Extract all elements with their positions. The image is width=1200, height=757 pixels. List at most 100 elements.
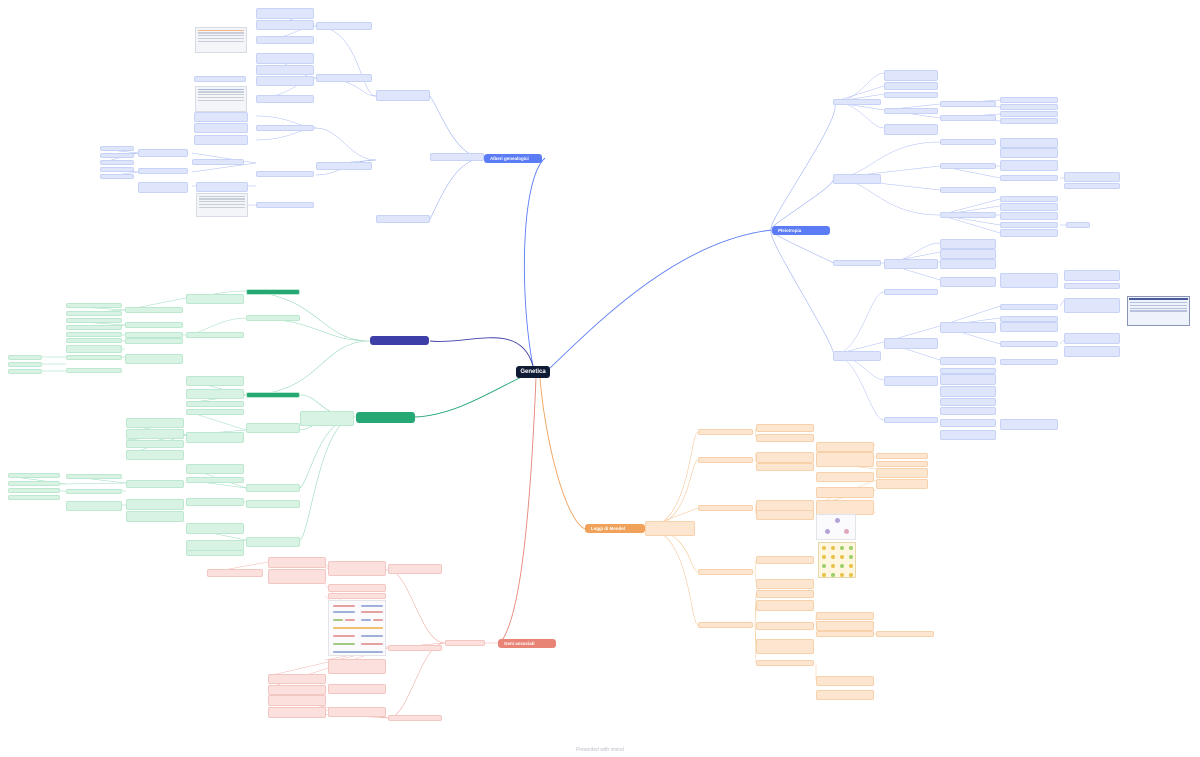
node-pleio-9[interactable] <box>884 124 938 135</box>
node-pleio-38[interactable] <box>1064 270 1120 281</box>
node-pleio-28[interactable] <box>1000 212 1058 220</box>
node-pleio-29[interactable] <box>1000 222 1058 228</box>
node-mendel-18[interactable] <box>876 453 928 459</box>
node-pleio-41[interactable] <box>884 338 938 349</box>
node-mendel-14[interactable] <box>816 452 874 467</box>
node-mendel-29[interactable] <box>816 612 874 620</box>
node-alberi-sesso[interactable] <box>316 162 372 170</box>
node-pleio-27[interactable] <box>1000 203 1058 211</box>
branch-geni-associati[interactable]: Geni associati <box>498 639 556 648</box>
node-mendel-33[interactable] <box>816 676 874 686</box>
node-pleio-46[interactable] <box>1000 304 1058 310</box>
node-alberi-l17[interactable] <box>138 168 188 174</box>
node-sesso-6[interactable] <box>125 307 183 313</box>
node-geni-3[interactable] <box>388 645 442 651</box>
node-pleio-4[interactable] <box>833 351 881 361</box>
node-sesso-16[interactable] <box>66 338 122 343</box>
node-alberi-l11[interactable] <box>256 125 314 131</box>
node-geni-2[interactable] <box>388 564 442 574</box>
node-legata-16[interactable] <box>186 477 244 483</box>
node-legata-30[interactable] <box>8 495 60 500</box>
node-legata-11[interactable] <box>126 450 184 460</box>
node-sesso-21[interactable] <box>8 362 42 367</box>
node-alberi-l14[interactable] <box>196 182 248 192</box>
node-legata-8[interactable] <box>126 418 184 428</box>
node-legata-22[interactable] <box>126 499 184 510</box>
node-alberi-l15[interactable] <box>256 202 314 208</box>
node-sesso-18[interactable] <box>66 355 122 360</box>
node-pleio-26[interactable] <box>1000 196 1058 202</box>
node-mendel-6[interactable] <box>698 622 753 628</box>
node-legata-28[interactable] <box>8 481 60 486</box>
node-pleio-22[interactable] <box>1000 160 1058 171</box>
node-pleio-58[interactable] <box>940 407 996 415</box>
node-mendel-23[interactable] <box>756 579 814 589</box>
node-alberi-l4[interactable] <box>256 53 314 64</box>
node-geni-7[interactable] <box>268 569 326 584</box>
node-mendel-1[interactable] <box>645 521 695 536</box>
node-alberi-l21[interactable] <box>100 160 134 165</box>
node-pleio-34[interactable] <box>940 249 996 259</box>
node-pleio-1[interactable] <box>833 99 881 105</box>
node-pleio-25[interactable] <box>1064 183 1120 189</box>
node-geni-12[interactable] <box>268 674 326 684</box>
node-pleio-56[interactable] <box>940 386 996 397</box>
node-geni-9[interactable] <box>328 584 386 592</box>
node-alberi-l9[interactable] <box>194 123 248 133</box>
node-pleio-23[interactable] <box>1000 175 1058 181</box>
node-alberi-l8[interactable] <box>194 112 248 122</box>
node-alberi-l16[interactable] <box>138 149 188 157</box>
node-mendel-4[interactable] <box>698 505 753 511</box>
node-sesso-13[interactable] <box>66 318 122 323</box>
node-alberi-l3[interactable] <box>256 36 314 44</box>
node-legata-9[interactable] <box>126 429 184 439</box>
node-pleio-12[interactable] <box>1000 97 1058 103</box>
node-pleio-2[interactable] <box>833 174 881 184</box>
node-mendel-22[interactable] <box>756 556 814 564</box>
node-pleio-3[interactable] <box>833 260 881 266</box>
node-sesso-19[interactable] <box>66 368 122 373</box>
node-legata-23[interactable] <box>126 511 184 522</box>
node-pleio-43[interactable] <box>884 417 938 423</box>
node-pleio-44[interactable] <box>940 322 996 333</box>
branch-ereditarieta-sesso[interactable] <box>370 336 429 345</box>
node-pleio-24[interactable] <box>1064 172 1120 182</box>
node-mendel-16[interactable] <box>816 487 874 498</box>
node-sesso-10[interactable] <box>125 354 183 364</box>
node-mendel-30[interactable] <box>816 621 874 631</box>
node-mendel-8[interactable] <box>756 434 814 442</box>
node-mendel-19[interactable] <box>876 461 928 467</box>
node-legata-21[interactable] <box>126 480 184 488</box>
node-pleio-35[interactable] <box>940 259 996 269</box>
branch-alberi-genealogici[interactable]: Alberi genealogici <box>484 154 542 163</box>
node-sesso-2[interactable] <box>246 315 300 321</box>
node-pleio-36[interactable] <box>940 277 996 287</box>
node-geni-14[interactable] <box>328 684 386 694</box>
node-geni-4[interactable] <box>388 715 442 721</box>
node-sesso-15[interactable] <box>66 332 122 337</box>
node-pleio-30[interactable] <box>1066 222 1090 228</box>
node-mendel-27[interactable] <box>756 639 814 654</box>
node-legata-3[interactable] <box>186 376 244 386</box>
branch-leggi-di-mendel[interactable]: Leggi di Mendel <box>585 524 645 533</box>
node-legata-7[interactable] <box>186 432 244 443</box>
node-legata-24[interactable] <box>66 474 122 479</box>
node-legata-26[interactable] <box>66 501 122 511</box>
node-sesso-5[interactable] <box>186 332 244 338</box>
node-mendel-3[interactable] <box>698 457 753 463</box>
node-pleio-52[interactable] <box>1064 333 1120 344</box>
node-mendel-9[interactable] <box>756 452 814 463</box>
node-legata-25[interactable] <box>66 489 122 494</box>
node-mendel-5[interactable] <box>698 569 753 575</box>
node-mendel-12[interactable] <box>756 510 814 520</box>
node-geni-8[interactable] <box>207 569 263 577</box>
node-sesso-22[interactable] <box>8 369 42 374</box>
node-pleio-39[interactable] <box>1064 283 1120 289</box>
node-alberi-l7[interactable] <box>256 95 314 103</box>
node-pleio-47[interactable] <box>1000 316 1058 322</box>
node-alberi-l5[interactable] <box>256 65 314 75</box>
node-pleio-18[interactable] <box>940 187 996 193</box>
node-pleio-53[interactable] <box>1064 346 1120 357</box>
node-alberi-l19[interactable] <box>100 146 134 151</box>
node-pleio-37[interactable] <box>1000 273 1058 288</box>
